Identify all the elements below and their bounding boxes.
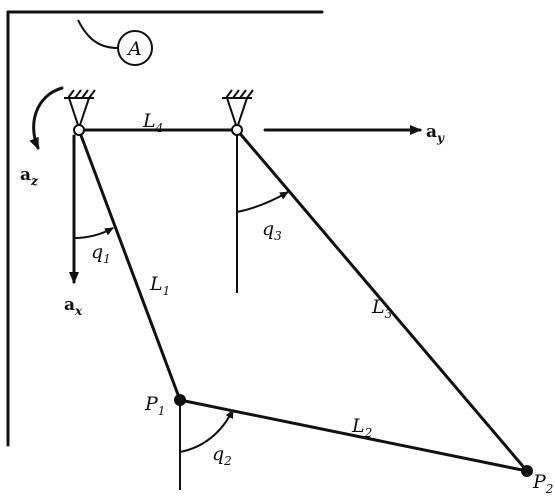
label-l4: L4: [142, 110, 163, 135]
label-az: az: [20, 165, 39, 188]
label-q2: q2: [212, 443, 232, 468]
frame-a-circle: [117, 30, 153, 66]
label-q3: q3: [262, 218, 282, 243]
label-p1: P1: [144, 393, 165, 418]
reference-frame-a: A: [6, 10, 324, 447]
label-p2: P2: [532, 471, 553, 496]
pin-joint-left: [73, 124, 85, 136]
label-l2: L2: [351, 415, 372, 440]
link-l3: [235, 128, 529, 473]
label-ay: ay: [426, 122, 445, 145]
label-l1: L1: [149, 273, 170, 298]
angle-arc-q2: [179, 409, 234, 453]
frame-a-pointer: [77, 19, 119, 49]
point-p2-marker: [521, 465, 533, 477]
angle-arc-q3: [236, 191, 289, 213]
label-q1: q1: [91, 241, 111, 266]
point-p1-marker: [174, 394, 186, 406]
label-l3: L3: [371, 296, 393, 321]
link-l2: [178, 398, 529, 473]
support-left: [64, 89, 96, 132]
axis-az-arrow: [29, 86, 64, 150]
label-ax: ax: [64, 295, 83, 318]
angle-arc-q1: [73, 227, 114, 239]
pin-joint-right: [231, 124, 243, 136]
support-right: [222, 89, 254, 132]
frame-a-label: A: [126, 38, 142, 60]
link-l1: [77, 128, 182, 402]
